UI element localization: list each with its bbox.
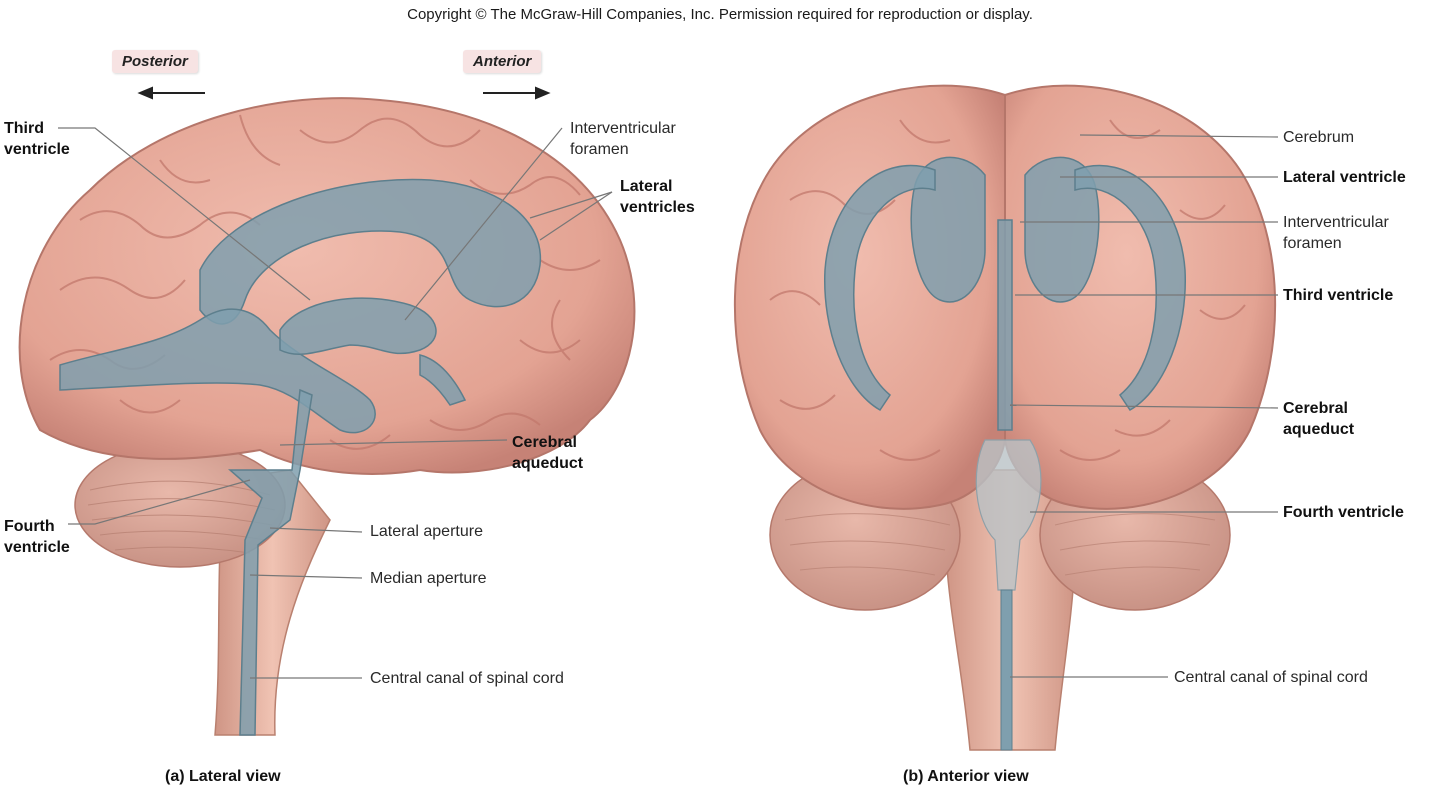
label-central-canal-a: Central canal of spinal cord (370, 670, 564, 687)
copyright-notice: Copyright © The McGraw-Hill Companies, I… (407, 6, 1033, 23)
label-line: Third (4, 120, 44, 137)
label-lateral-aperture: Lateral aperture (370, 523, 483, 540)
label-central-canal-b: Central canal of spinal cord (1174, 669, 1368, 686)
label-line: Fourth (4, 518, 55, 535)
anterior-brain-illustration (733, 84, 1279, 751)
label-cerebral-aqueduct-a: Cerebral aqueduct (512, 432, 583, 474)
label-line: ventricle (4, 141, 70, 158)
label-lateral-ventricles-a: Lateral ventricles (620, 176, 695, 218)
label-line: foramen (570, 141, 629, 158)
caption-lateral-view: (a) Lateral view (165, 768, 281, 785)
label-line: Interventricular (1283, 214, 1389, 231)
label-median-aperture: Median aperture (370, 570, 487, 587)
lateral-brain-illustration (18, 86, 636, 736)
label-line: foramen (1283, 235, 1342, 252)
label-interventricular-foramen-b: Interventricular foramen (1283, 212, 1389, 254)
anterior-central-canal (1000, 589, 1013, 751)
posterior-direction-label: Posterior (112, 50, 198, 73)
label-line: aqueduct (512, 455, 584, 472)
label-lateral-ventricle-b: Lateral ventricle (1283, 169, 1406, 186)
label-third-ventricle-b: Third ventricle (1283, 287, 1394, 304)
label-line: Cerebral (1283, 400, 1348, 417)
label-interventricular-foramen-a: Interventricular foramen (570, 118, 676, 160)
label-line: ventricles (620, 199, 695, 216)
lateral-ventricular-system (59, 178, 542, 736)
caption-anterior-view: (b) Anterior view (903, 768, 1029, 785)
label-line: aqueduct (1283, 421, 1355, 438)
label-third-ventricle-a: Third ventricle (4, 118, 70, 160)
label-line: Interventricular (570, 120, 676, 137)
label-cerebrum: Cerebrum (1283, 129, 1355, 146)
label-fourth-ventricle-b: Fourth ventricle (1283, 504, 1404, 521)
anterior-ventricular-system (824, 156, 1186, 431)
label-fourth-ventricle-a: Fourth ventricle (4, 516, 70, 558)
label-cerebral-aqueduct-b: Cerebral aqueduct (1283, 398, 1354, 440)
label-line: Cerebral (512, 434, 577, 451)
label-line: Lateral (620, 178, 673, 195)
anterior-direction-label: Anterior (463, 50, 542, 73)
anterior-fourth-ventricle (975, 439, 1042, 591)
label-line: ventricle (4, 539, 70, 556)
